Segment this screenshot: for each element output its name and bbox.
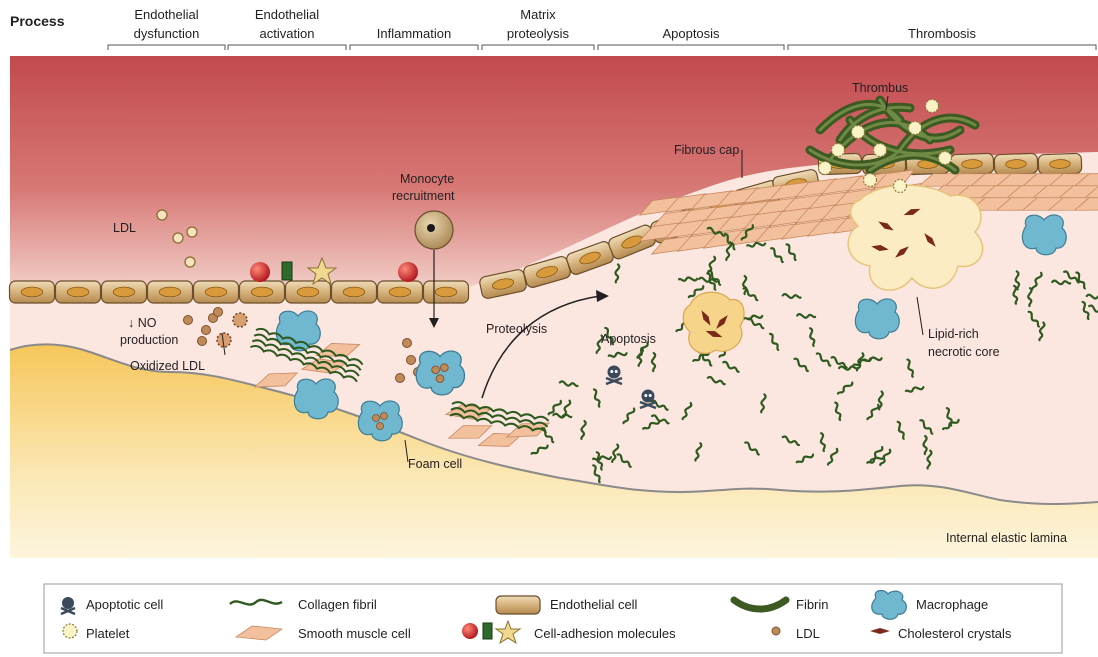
platelet — [832, 144, 845, 157]
apoptotic-lipid-body — [683, 292, 744, 353]
platelet — [939, 152, 952, 165]
phase-label-1: Endothelial — [134, 7, 198, 22]
ldl-particle — [157, 210, 167, 220]
no-label-2: production — [120, 333, 178, 347]
endothelial-cell — [378, 281, 423, 303]
platelet-icon — [63, 624, 77, 638]
legend-label: Collagen fibril — [298, 597, 377, 612]
endothelial-cell — [148, 281, 193, 303]
legend-label: Smooth muscle cell — [298, 626, 411, 641]
phase-header: Endothelial dysfunction Endothelial activat… — [108, 7, 1096, 50]
platelet — [909, 122, 922, 135]
process-label: Process — [10, 13, 65, 29]
legend-label: Cholesterol crystals — [898, 626, 1012, 641]
phase-bracket-5 — [598, 45, 784, 50]
ldl-particle — [185, 257, 195, 267]
phase-label-2-line2: activation — [260, 26, 315, 41]
endothelial-cell — [240, 281, 285, 303]
phase-bracket-3 — [350, 45, 478, 50]
platelet — [852, 126, 865, 139]
legend-label: Apoptotic cell — [86, 597, 163, 612]
endothelial-cell — [994, 153, 1038, 174]
apoptosis-label: Apoptosis — [601, 332, 656, 346]
endothelial-cell — [56, 281, 101, 303]
ldl-particle — [184, 316, 193, 325]
ldl-particle — [396, 374, 405, 383]
phase-label-5: Apoptosis — [662, 26, 720, 41]
ldl-particle — [407, 356, 416, 365]
no-label-1: ↓ NO — [128, 316, 157, 330]
endothelial-cell — [10, 281, 55, 303]
ldl-particle — [187, 227, 197, 237]
phase-label-6: Thrombosis — [908, 26, 976, 41]
legend-label: Macrophage — [916, 597, 988, 612]
foam-cell-label: Foam cell — [408, 457, 462, 471]
phase-label-1-line2: dysfunction — [134, 26, 200, 41]
phase-label-4-line2: proteolysis — [507, 26, 570, 41]
platelet — [864, 174, 877, 187]
platelet — [819, 162, 832, 175]
ldl-icon — [772, 627, 780, 635]
phase-bracket-6 — [788, 45, 1096, 50]
legend-label: Platelet — [86, 626, 130, 641]
adhesion-molecule-red — [398, 262, 418, 282]
legend-label: Cell-adhesion molecules — [534, 626, 676, 641]
legend-label: LDL — [796, 626, 820, 641]
ldl-particle — [202, 326, 211, 335]
phase-label-4: Matrix — [520, 7, 556, 22]
phase-bracket-2 — [228, 45, 346, 50]
proteolysis-label: Proteolysis — [486, 322, 547, 336]
phase-label-2: Endothelial — [255, 7, 319, 22]
endothelial-cell — [194, 281, 239, 303]
legend-label: Endothelial cell — [550, 597, 638, 612]
legend-box — [44, 584, 1062, 653]
platelet — [874, 144, 887, 157]
fibrous-cap-label: Fibrous cap — [674, 143, 739, 157]
endothelial-cell — [102, 281, 147, 303]
ldl-label: LDL — [113, 221, 136, 235]
endothelial-cell — [332, 281, 377, 303]
thrombus-label: Thrombus — [852, 81, 908, 95]
internal-elastic-lamina-label: Internal elastic lamina — [946, 531, 1067, 545]
phase-bracket-1 — [108, 45, 225, 50]
monocyte-label-2: recruitment — [392, 189, 455, 203]
platelet — [894, 180, 907, 193]
monocyte-label-1: Monocyte — [400, 172, 454, 186]
endothelial-cell — [1038, 153, 1082, 174]
ldl-particle — [198, 337, 207, 346]
endothelial-cell — [424, 281, 469, 303]
monocyte-nucleus — [427, 224, 435, 232]
platelet — [926, 100, 939, 113]
phase-bracket-4 — [482, 45, 594, 50]
lipid-label-2: necrotic core — [928, 345, 1000, 359]
ldl-particle — [214, 308, 223, 317]
oxidized-ldl-label: Oxidized LDL — [130, 359, 205, 373]
endothelial-cell-icon — [496, 596, 540, 614]
phase-label-3: Inflammation — [377, 26, 451, 41]
adhesion-molecule-red — [250, 262, 270, 282]
oxidized-ldl — [233, 313, 247, 327]
adhesion-molecule-green — [282, 262, 292, 280]
ldl-particle — [403, 339, 412, 348]
legend-label: Fibrin — [796, 597, 829, 612]
lipid-label-1: Lipid-rich — [928, 327, 979, 341]
ldl-particle — [173, 233, 183, 243]
endothelial-cell — [286, 281, 331, 303]
